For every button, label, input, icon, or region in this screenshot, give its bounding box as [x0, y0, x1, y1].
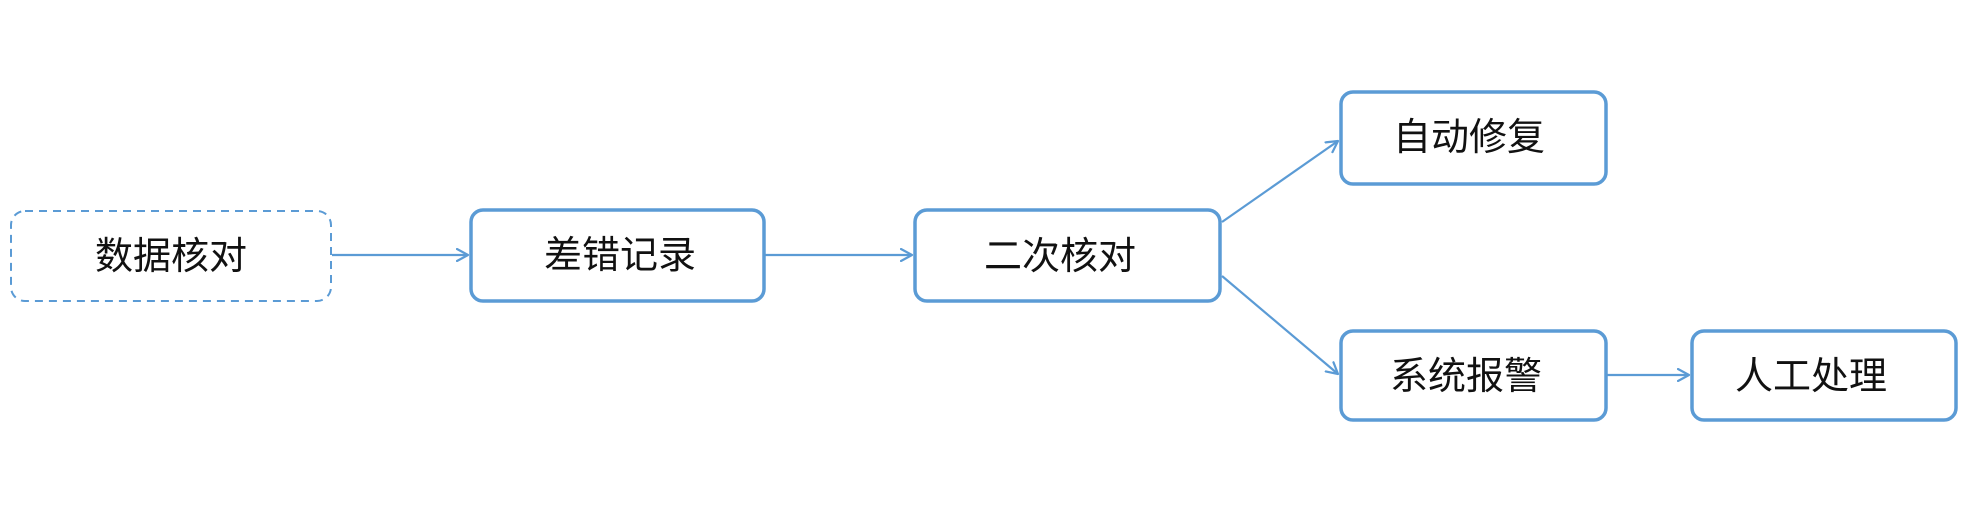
node-second-check: 二次核对 — [913, 208, 1222, 303]
node-system-alarm-box — [1339, 329, 1608, 422]
node-auto-repair-box — [1339, 90, 1608, 186]
node-auto-repair: 自动修复 — [1339, 90, 1608, 186]
node-system-alarm: 系统报警 — [1339, 329, 1608, 422]
node-manual-handling-label: 人工处理 — [1735, 354, 1887, 398]
node-second-check-box — [913, 208, 1222, 303]
node-system-alarm-label: 系统报警 — [1390, 354, 1542, 398]
node-error-record-label: 差错记录 — [544, 233, 696, 277]
node-data-check-label: 数据核对 — [95, 234, 247, 278]
node-data-check-box — [10, 210, 332, 302]
edges — [332, 141, 1689, 375]
node-manual-handling: 人工处理 — [1690, 329, 1958, 422]
node-error-record-box — [469, 208, 766, 303]
node-data-check: 数据核对 — [10, 210, 332, 302]
node-manual-handling-box — [1690, 329, 1958, 422]
node-auto-repair-label: 自动修复 — [1393, 115, 1545, 159]
node-second-check-label: 二次核对 — [984, 234, 1136, 278]
edge-second-check-to-auto-repair — [1221, 141, 1338, 223]
node-error-record: 差错记录 — [469, 208, 766, 303]
edge-second-check-to-system-alarm — [1221, 275, 1338, 374]
